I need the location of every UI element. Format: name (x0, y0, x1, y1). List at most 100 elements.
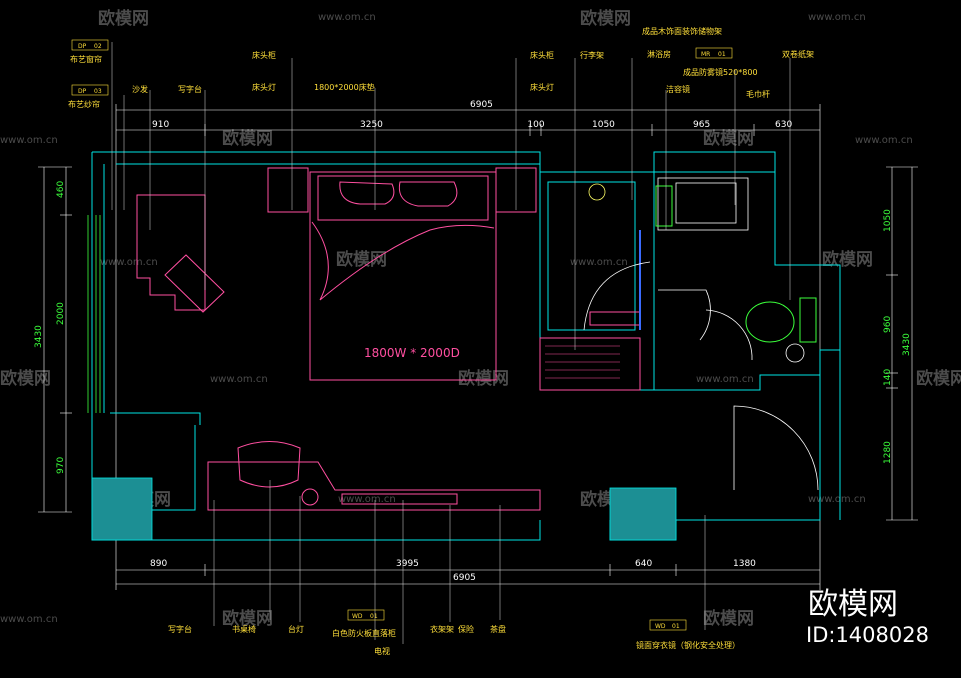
tag-dp03: DP 03 (71, 84, 109, 96)
label-tv: 电视 (374, 646, 390, 656)
svg-text:DP: DP (78, 43, 87, 50)
watermark-layer: 欧模网 www.om.cn 欧模网 www.om.cn www.om.cn 欧模… (0, 8, 961, 629)
structural-column (91, 477, 153, 541)
watermark-url: www.om.cn (808, 12, 866, 23)
dim-top-total: 6905 (470, 100, 493, 110)
watermark-brand: 欧模网 (916, 368, 961, 389)
svg-text:MR: MR (701, 51, 710, 58)
dim-left-segment: 460 (56, 181, 66, 198)
floor-drain (785, 343, 805, 363)
tag-mr01: MR 01 (695, 47, 733, 59)
dim-top-segment: 965 (693, 120, 710, 130)
bed-size-label: 1800W * 2000D (364, 346, 460, 360)
dim-bottom-segment: 640 (635, 559, 652, 569)
vanity (657, 177, 749, 231)
dim-top-segment: 3250 (360, 120, 383, 130)
label-shower: 淋浴房 (647, 49, 671, 59)
watermark-url: www.om.cn (100, 257, 158, 268)
sofa-chair (164, 254, 225, 313)
bed-blanket-fold (311, 221, 495, 301)
svg-text:01: 01 (370, 613, 378, 620)
structural-column (609, 487, 677, 541)
label-minibar: 衣架架 (430, 624, 454, 634)
label-wardrobe-mirror: 镜面穿衣镜（钢化安全处理） (636, 640, 740, 650)
dimension-right: 1050 960 140 1280 3430 (883, 209, 912, 464)
toilet-tank (799, 297, 817, 343)
dimension-bottom: 890 3995 640 1380 6905 (150, 559, 756, 583)
window (87, 215, 101, 413)
label-towel-bar: 毛巾杆 (746, 89, 770, 99)
svg-text:DP: DP (78, 88, 87, 95)
label-sheer-curtain: 布艺纱帘 (68, 99, 100, 109)
doors (583, 261, 819, 491)
sink-basin (675, 182, 737, 224)
furniture (136, 167, 641, 511)
label-bedside-lamp: 床头灯 (530, 82, 554, 92)
bathroom-door (658, 289, 711, 341)
dim-top-segment: 910 (152, 120, 169, 130)
bed-headboard (317, 175, 489, 221)
entry-door (733, 405, 819, 491)
bedside-table (267, 167, 309, 213)
label-bedside-cabinet: 床头柜 (252, 50, 276, 60)
bed (309, 171, 497, 381)
dim-left-segment: 2000 (56, 302, 66, 325)
annotations-top: 布艺窗帘 布艺纱帘 沙发 写字台 床头柜 床头灯 1800*2000床垫 床头柜… (68, 26, 814, 109)
dim-right-segment: 960 (883, 316, 893, 333)
brand-name: 欧模网 (808, 587, 898, 622)
watermark-brand: 欧模网 (222, 128, 273, 149)
shower-head-icon (588, 183, 606, 201)
dim-top-segment: 630 (775, 120, 792, 130)
dim-bottom-total: 6905 (453, 573, 476, 583)
tag-dp02: DP 02 (71, 39, 109, 51)
svg-text:01: 01 (672, 623, 680, 630)
leader-lines (111, 42, 791, 644)
mirror-cabinet (655, 185, 673, 227)
annotations-bottom: 写字台 书桌椅 台灯 白色防火板直落柜 电视 衣架架 保险 茶盘 镜面穿衣镜（钢… (168, 624, 740, 656)
label-wood-panel: 成品木饰面装饰储物架 (642, 26, 722, 36)
watermark-brand: 欧模网 (336, 249, 387, 270)
svg-text:WD: WD (352, 613, 363, 620)
watermark-url: www.om.cn (338, 494, 396, 505)
label-cabinet: 白色防火板直落柜 (332, 628, 396, 638)
watermark-brand: 欧模网 (580, 8, 631, 29)
dim-bottom-segment: 1380 (733, 559, 756, 569)
pillow (398, 181, 458, 207)
label-safe: 保险 (458, 624, 474, 634)
watermark-brand: 欧模网 (222, 608, 273, 629)
material-tags: DP 02 DP 03 MR 01 WD 01 WD 01 (71, 39, 733, 631)
sofa (136, 194, 206, 311)
dim-bottom-segment: 890 (150, 559, 167, 569)
pillow (339, 181, 395, 205)
walls (91, 151, 841, 541)
desk-chair (237, 441, 301, 488)
luggage-rack-slats (545, 345, 620, 379)
corner-brand: 欧模网 ID:1408028 (806, 587, 929, 647)
watermark-url: www.om.cn (855, 135, 913, 146)
toilet-door (705, 309, 753, 361)
label-kettle: 茶盘 (490, 624, 506, 634)
label-sofa: 沙发 (132, 84, 148, 94)
bathroom-fixtures (588, 177, 817, 363)
desk-counter (207, 461, 541, 511)
dim-right-segment: 1050 (883, 209, 893, 232)
dimension-lines (38, 104, 918, 590)
svg-text:01: 01 (718, 51, 726, 58)
label-desk: 写字台 (168, 624, 192, 634)
shower-door (583, 261, 651, 331)
label-mattress: 1800*2000床垫 (314, 82, 375, 92)
svg-text:WD: WD (655, 623, 666, 630)
tag-wd01: WD 01 (347, 609, 385, 621)
label-tissue-holder: 双卷纸架 (782, 49, 814, 59)
watermark-url: www.om.cn (0, 135, 58, 146)
label-desk-chair: 书桌椅 (232, 624, 256, 634)
watermark-brand: 欧模网 (0, 368, 51, 389)
label-mirror: 洁容镜 (666, 84, 690, 94)
dim-bottom-segment: 3995 (396, 559, 419, 569)
desk-lamp (301, 488, 319, 506)
luggage-rack (539, 337, 641, 391)
dimension-left: 3430 460 2000 970 (34, 181, 66, 474)
watermark-brand: 欧模网 (98, 8, 149, 29)
dimension-top: 6905 910 3250 100 1050 965 630 (152, 100, 792, 130)
tag-wd01-b: WD 01 (649, 619, 687, 631)
